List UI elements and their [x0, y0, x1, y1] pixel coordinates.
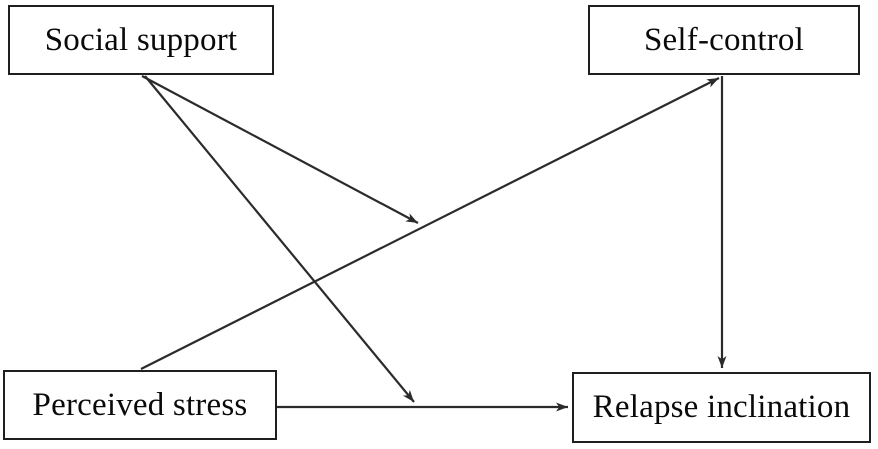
arrow-perceived-stress-to-self-control [140, 77, 720, 370]
node-social-support: Social support [8, 5, 274, 75]
node-self-control: Self-control [588, 5, 860, 75]
node-relapse-inclination-label: Relapse inclination [592, 389, 851, 425]
node-perceived-stress-label: Perceived stress [32, 386, 248, 423]
arrow-social-support-to-stress-selfcontrol-path [141, 75, 419, 224]
node-perceived-stress: Perceived stress [3, 370, 277, 440]
node-self-control-label: Self-control [643, 21, 805, 58]
arrow-social-support-to-stress-relapse-path [144, 75, 415, 403]
node-relapse-inclination: Relapse inclination [572, 372, 871, 443]
node-social-support-label: Social support [44, 21, 238, 58]
